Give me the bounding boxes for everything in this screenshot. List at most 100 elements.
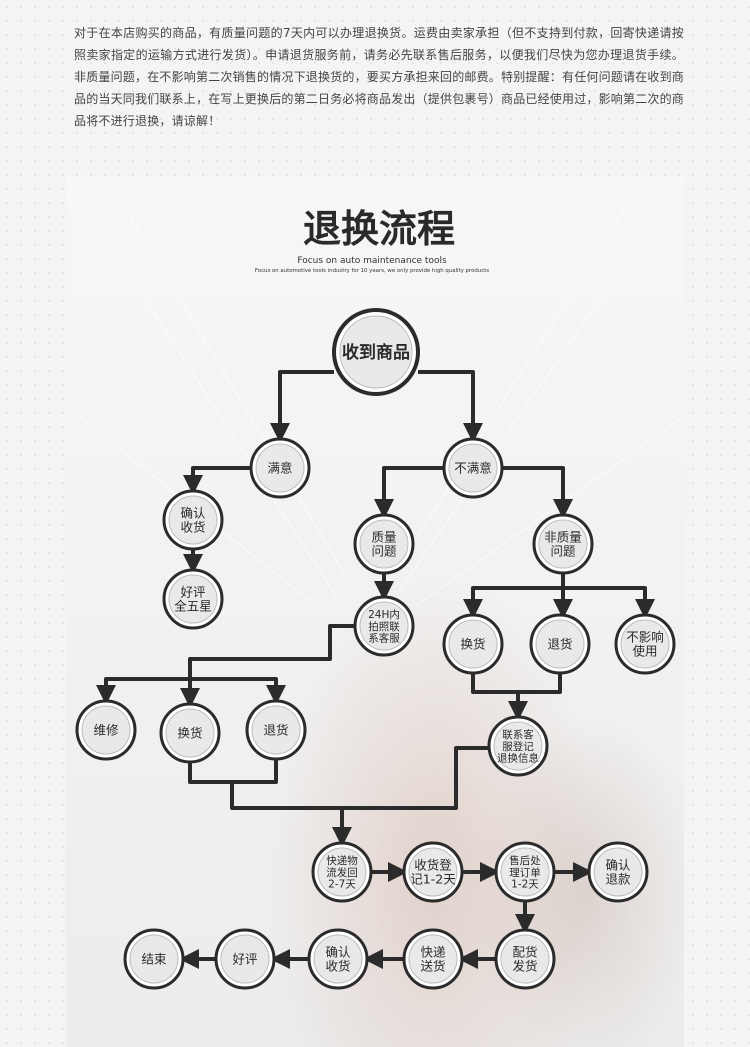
node-label: 收货登 (414, 858, 452, 873)
flow-connector (374, 466, 444, 519)
node-label: 换货 (177, 726, 202, 741)
intro-paragraph: 对于在本店购买的商品，有质量问题的7天内可以办理退换货。运费由卖家承担（但不支持… (74, 26, 685, 128)
node-label: 换货 (460, 637, 485, 652)
node-inner-circle (448, 619, 498, 669)
node-label: 拍照联 (368, 620, 400, 633)
flow-connector (188, 759, 278, 784)
node-inner-circle (359, 601, 409, 651)
node-label: 好评 (232, 952, 257, 967)
node-inner-circle (168, 495, 218, 545)
flow-node-return-a: 退货 (245, 699, 307, 761)
node-label: 联系客 (502, 728, 534, 741)
tagline: Focus on automotive tools industry for 1… (255, 268, 489, 274)
node-inner-circle (535, 619, 585, 669)
node-label: 送货 (420, 959, 445, 974)
flow-connectors (96, 370, 655, 969)
node-inner-circle (165, 708, 215, 758)
flow-node-return-b: 退货 (529, 613, 591, 675)
node-label: 收到商品 (342, 342, 410, 363)
node-label: 快递 (420, 945, 446, 960)
flow-node-quality-issue: 质量问题 (353, 513, 415, 575)
flow-node-exchange-a: 换货 (159, 702, 221, 764)
flow-node-received: 收到商品 (332, 308, 420, 396)
node-label: 退款 (605, 872, 631, 887)
node-label: 退货 (547, 637, 572, 652)
node-label: 流发回 (326, 866, 358, 879)
node-label: 理订单 (509, 867, 541, 879)
flow-connector (502, 466, 573, 519)
node-label: 退换信息 (497, 752, 539, 765)
flow-node-unsatisfied: 不满意 (442, 437, 504, 499)
node-inner-circle (129, 934, 179, 984)
flow-connector (183, 466, 251, 495)
node-inner-circle (220, 934, 270, 984)
node-label: 系客服 (368, 632, 400, 645)
node-inner-circle (538, 519, 588, 569)
subtitle: Focus on auto maintenance tools (297, 256, 447, 266)
node-inner-circle (359, 519, 409, 569)
flow-node-exchange-b: 换货 (442, 613, 504, 675)
flow-node-good-review: 好评 (214, 928, 276, 990)
flow-nodes: 收到商品满意不满意确认收货好评全五星质量问题非质量问题24H内拍照联系客服换货退… (75, 308, 676, 990)
flow-node-repair: 维修 (75, 699, 137, 761)
flow-connector (463, 573, 565, 619)
node-label: 记1-2天 (410, 872, 456, 887)
node-inner-circle (251, 705, 301, 755)
node-label: 确认 (605, 858, 631, 873)
flow-connector (190, 677, 286, 705)
flow-connector (96, 624, 355, 705)
node-label: 确认 (180, 506, 206, 521)
node-inner-circle (500, 847, 550, 897)
node-inner-circle (593, 847, 643, 897)
node-label: 确认 (325, 945, 351, 960)
node-label: 退货 (263, 723, 288, 738)
node-label: 收货 (325, 959, 350, 974)
node-label: 1-2天 (511, 879, 539, 891)
flow-connector (418, 370, 483, 443)
node-inner-circle (81, 705, 131, 755)
node-label: 问题 (371, 544, 397, 559)
node-label: 快递物 (326, 854, 358, 867)
flow-connector (471, 673, 562, 694)
node-label: 结束 (141, 952, 167, 967)
node-label: 收货 (180, 520, 205, 535)
node-inner-circle (408, 934, 458, 984)
flow-connector (563, 586, 655, 619)
node-label: 配货 (512, 945, 537, 960)
flow-node-end: 结束 (123, 928, 185, 990)
node-label: 全五星 (174, 599, 212, 614)
node-label: 不满意 (454, 461, 492, 476)
node-label: 发货 (512, 959, 537, 974)
flow-connector (270, 370, 334, 443)
node-label: 满意 (267, 461, 292, 476)
flow-node-satisfied: 满意 (249, 437, 311, 499)
page-title: 退换流程 (303, 207, 455, 251)
node-label: 使用 (632, 644, 657, 659)
flow-connector (230, 782, 352, 847)
node-label: 服登记 (502, 740, 534, 753)
node-inner-circle (313, 934, 363, 984)
node-label: 非质量 (544, 530, 582, 545)
node-inner-circle (620, 619, 670, 669)
node-label: 好评 (180, 585, 205, 600)
node-label: 24H内 (368, 608, 400, 621)
node-label: 问题 (550, 544, 576, 559)
node-label: 维修 (93, 723, 119, 738)
node-inner-circle (493, 721, 543, 771)
return-flowchart: 收到商品满意不满意确认收货好评全五星质量问题非质量问题24H内拍照联系客服换货退… (66, 176, 684, 990)
node-inner-circle (339, 315, 413, 389)
node-label: 2-7天 (328, 879, 356, 891)
